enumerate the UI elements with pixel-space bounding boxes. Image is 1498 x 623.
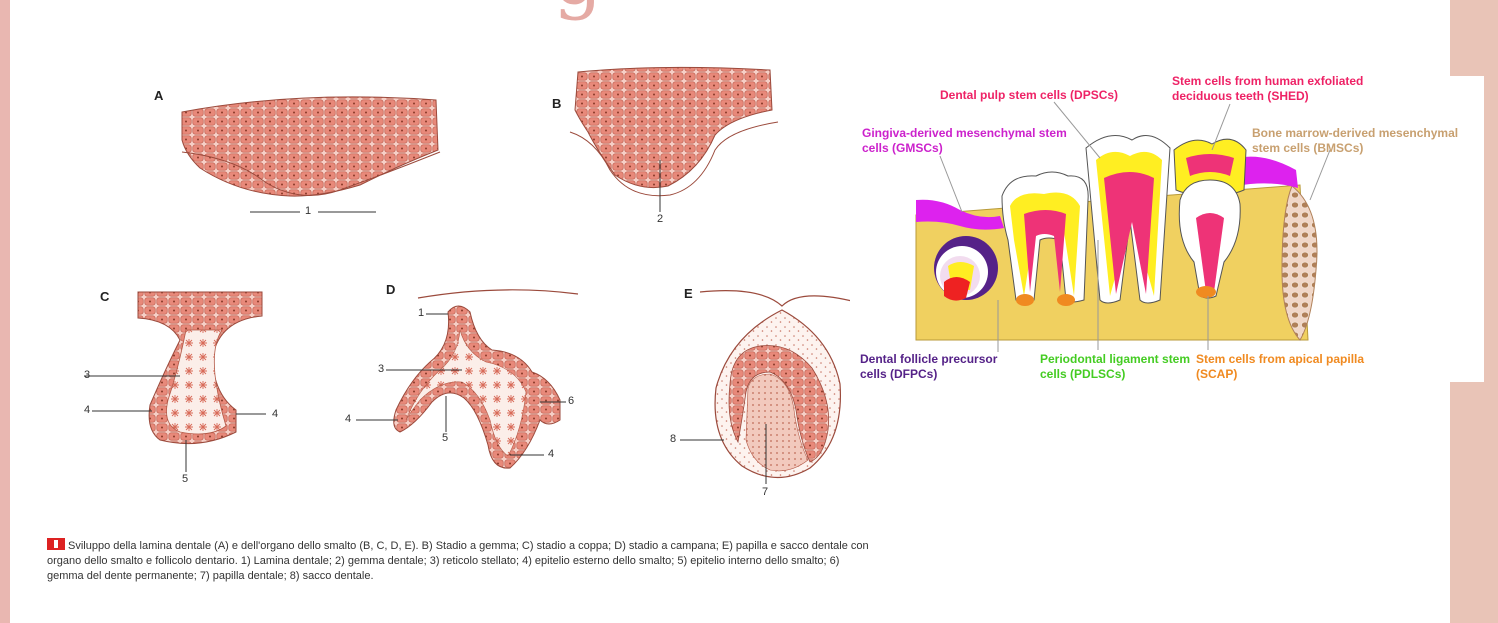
label-num-7: 7 xyxy=(762,486,769,498)
label-num-4: 4 xyxy=(548,448,555,460)
label-shed: Stem cells from human exfoliated deciduo… xyxy=(1172,74,1364,103)
label-gmsc: Gingiva-derived mesenchymal stem cells (… xyxy=(862,126,1067,155)
left-border-bar xyxy=(0,0,10,623)
panel-label-e: E xyxy=(684,286,693,301)
panel-c-cap xyxy=(84,291,266,472)
label-num-3: 3 xyxy=(84,369,91,381)
label-dfpc: Dental follicle precursor cells (DFPCs) xyxy=(860,352,998,381)
panel-b-bud xyxy=(569,66,779,212)
panel-a-lamina xyxy=(181,96,441,213)
tooth-deciduous xyxy=(1173,138,1247,299)
label-num-1: 1 xyxy=(418,307,425,319)
panel-label-c: C xyxy=(100,289,110,304)
label-num-5: 5 xyxy=(182,473,189,485)
panel-d-bell xyxy=(356,289,579,469)
label-num-4: 4 xyxy=(272,408,279,420)
tooth-permanent xyxy=(1085,135,1171,304)
label-num-1: 1 xyxy=(305,205,312,217)
bone-marrow xyxy=(1281,185,1318,341)
label-bmsc: Bone marrow-derived mesenchymal stem cel… xyxy=(1252,126,1459,155)
label-num-2: 2 xyxy=(657,213,664,225)
panel-label-b: B xyxy=(552,96,562,111)
caption-text: Sviluppo della lamina dentale (A) e dell… xyxy=(47,540,869,582)
label-scap: Stem cells from apical papilla (SCAP) xyxy=(1196,352,1365,381)
label-num-6: 6 xyxy=(568,395,575,407)
dental-follicle xyxy=(934,236,998,301)
panel-e-papilla-sac xyxy=(680,290,857,484)
tooth-molar xyxy=(1001,171,1089,306)
panel-label-d: D xyxy=(386,282,396,297)
gingiva-left xyxy=(916,199,1004,230)
figure-caption: Sviluppo della lamina dentale (A) e dell… xyxy=(47,538,877,584)
label-num-4: 4 xyxy=(345,413,352,425)
gingiva-right xyxy=(1230,156,1298,188)
label-num-8: 8 xyxy=(670,433,677,445)
label-dpsc: Dental pulp stem cells (DPSCs) xyxy=(940,88,1119,102)
label-num-4: 4 xyxy=(84,404,91,416)
label-num-3: 3 xyxy=(378,363,385,375)
slide-title-fragment: g xyxy=(553,0,603,16)
figure-icon xyxy=(47,538,65,550)
label-num-5: 5 xyxy=(442,432,449,444)
label-pdlsc: Periodontal ligament stem cells (PDLSCs) xyxy=(1040,352,1191,381)
panel-label-a: A xyxy=(154,88,164,103)
